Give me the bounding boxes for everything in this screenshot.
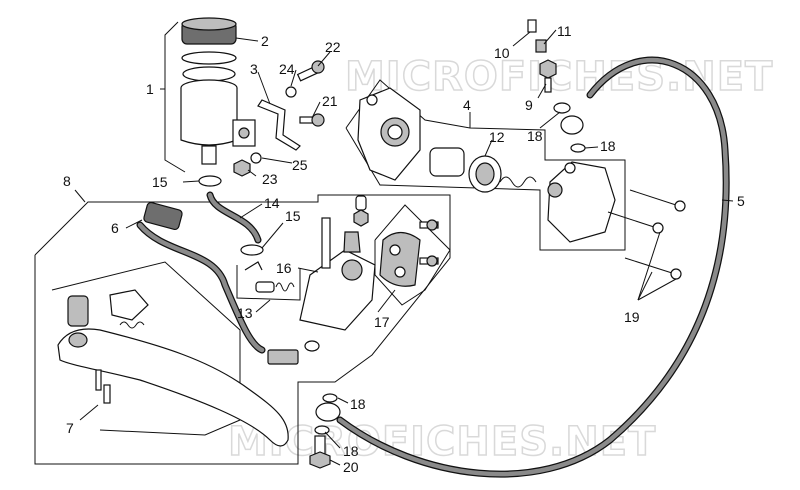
reservoir-bracket xyxy=(257,99,301,151)
callout-19: 19 xyxy=(624,309,640,325)
callout-4: 4 xyxy=(463,97,471,113)
master-bleeder xyxy=(353,195,369,227)
handlebar-clamp xyxy=(379,219,439,287)
callout-21: 21 xyxy=(322,93,338,109)
master-cylinder-body xyxy=(299,217,376,352)
callout-5: 5 xyxy=(737,193,745,209)
switch-cable-6 xyxy=(136,221,266,354)
callout-25: 25 xyxy=(292,157,308,173)
callout-15-upper: 15 xyxy=(152,174,168,190)
reservoir-body xyxy=(180,79,256,165)
callout-11: 11 xyxy=(557,23,572,39)
screw-21 xyxy=(299,113,325,127)
callout-24: 24 xyxy=(279,61,295,77)
callouts: 1 2 3 4 5 6 7 8 9 10 11 12 13 14 15 15 1… xyxy=(63,23,745,475)
slave-piston-12 xyxy=(429,147,537,193)
callout-20: 20 xyxy=(343,459,359,475)
banjo-fitting-lower xyxy=(309,393,341,469)
switch-connector xyxy=(143,201,183,231)
callout-14: 14 xyxy=(264,195,280,211)
callout-10: 10 xyxy=(494,45,510,61)
bolts-19 xyxy=(607,189,686,280)
callout-9: 9 xyxy=(525,97,533,113)
callout-17: 17 xyxy=(374,314,390,330)
callout-18-lower: 18 xyxy=(350,396,366,412)
watermark-top: MICROFICHES.NET xyxy=(345,54,773,100)
slave-cylinder-body xyxy=(547,161,616,243)
callout-12: 12 xyxy=(489,129,505,145)
callout-23: 23 xyxy=(262,171,278,187)
washer-25 xyxy=(250,152,262,164)
clutch-hose-5 xyxy=(336,56,730,478)
brake-switch-parts xyxy=(244,261,299,365)
callout-1: 1 xyxy=(146,81,154,97)
callout-3: 3 xyxy=(250,61,258,77)
hose-clamp-upper xyxy=(198,175,222,187)
watermark-bottom: MICROFICHES.NET xyxy=(228,419,656,465)
callout-2: 2 xyxy=(261,33,269,49)
reservoir-cap xyxy=(181,17,237,82)
callout-18-upper-right: 18 xyxy=(600,138,616,154)
callout-18-upper-left: 18 xyxy=(527,128,543,144)
nut-23 xyxy=(233,159,251,177)
callout-7: 7 xyxy=(66,420,74,436)
callout-13: 13 xyxy=(237,305,253,321)
banjo-fitting-upper xyxy=(553,102,586,153)
washer-24 xyxy=(285,86,297,98)
callout-8: 8 xyxy=(63,173,71,189)
callout-15-lower: 15 xyxy=(285,208,301,224)
hose-clamp-lower xyxy=(240,244,264,256)
reservoir-hose-14 xyxy=(206,191,262,244)
callout-16: 16 xyxy=(276,260,292,276)
clutch-lever xyxy=(57,289,289,447)
callout-22: 22 xyxy=(325,39,341,55)
screw-22 xyxy=(296,60,325,82)
bleeder-valve xyxy=(527,19,557,93)
callout-6: 6 xyxy=(111,220,119,236)
leader-lines xyxy=(74,29,734,466)
slave-cylinder-housing xyxy=(357,87,421,181)
callout-18-bottom: 18 xyxy=(343,443,359,459)
